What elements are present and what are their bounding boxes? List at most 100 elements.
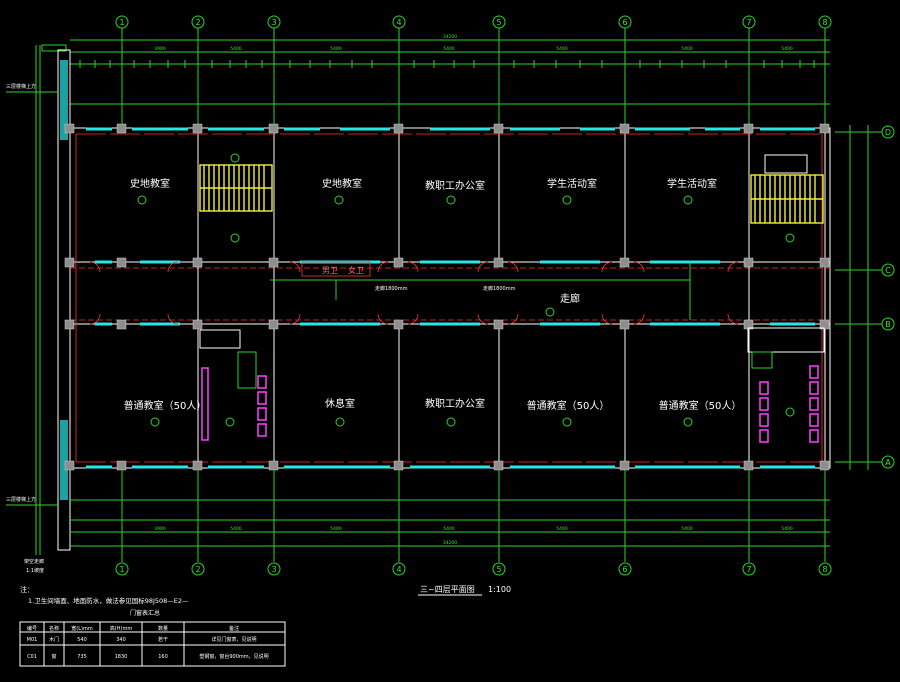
axis-4-top: 4 (396, 18, 401, 27)
room-label-6: 普通教室（50人） (124, 399, 207, 412)
room-label-9: 普通教室（50人） (527, 399, 610, 412)
axis-1-bottom: 1 (119, 565, 124, 574)
corridor-width-label-2: 走廊1800mm (483, 285, 516, 292)
top-dimension-lines: 34200 3900 5400 5400 5400 5400 5400 5400 (70, 34, 830, 105)
r2-name: 窗 (51, 653, 56, 660)
axis-7-bottom: 7 (746, 565, 751, 574)
th-name: 名称 (49, 625, 59, 632)
bottom-dim-7: 5400 (781, 526, 793, 532)
axis-4-bottom: 4 (396, 565, 401, 574)
room-label-10: 普通教室（50人） (659, 399, 742, 412)
doors (89, 261, 739, 325)
top-dim-3: 5400 (330, 46, 342, 52)
axis-8-top: 8 (822, 18, 827, 27)
room-labels: 史地教室 史地教室 教职工办公室 学生活动室 学生活动室 普通教室（50人） 休… (124, 177, 742, 412)
structural-columns (64, 123, 830, 471)
r2-remark: 塑钢窗，窗台900mm，见说明 (199, 653, 268, 660)
bottom-dim-4: 5400 (443, 526, 455, 532)
bottom-dimension-lines: 3900 5400 5400 5400 5400 5400 5400 34200 (70, 499, 830, 547)
axis-1-top: 1 (119, 18, 124, 27)
bottom-axis-bubbles: 1 2 3 4 5 6 7 8 (115, 562, 832, 576)
corridor-windows (95, 260, 815, 326)
axis-5-top: 5 (496, 18, 501, 27)
room-label-2: 史地教室 (322, 177, 362, 190)
bottom-dim-1: 3900 (154, 526, 166, 532)
stair-right (750, 154, 824, 243)
toilet-fixtures (201, 327, 825, 443)
room-label-8: 教职工办公室 (425, 397, 485, 410)
r2-count: 160 (158, 654, 168, 660)
top-axis-bubbles: 1 2 3 4 5 6 7 8 (115, 15, 832, 29)
left-bottom-label: 三层楼梯上方 (6, 496, 36, 503)
room-label-4: 学生活动室 (547, 177, 597, 190)
left-top-label: 三层楼梯上方 (6, 83, 36, 90)
scale-text: 1:100 (488, 585, 511, 594)
drawing-title: 三~四层平面图 1:100 (418, 585, 511, 596)
table-title: 门窗表汇总 (130, 609, 160, 617)
axis-3-bottom: 3 (271, 565, 276, 574)
th-remark: 备注 (229, 625, 239, 632)
axis-A: A (885, 458, 891, 467)
axis-5-bottom: 5 (496, 565, 501, 574)
axis-2-top: 2 (195, 18, 200, 27)
bottom-left-label-1: 架空走廊 (24, 558, 44, 565)
right-axis-bubbles: D C B A (881, 125, 895, 469)
r1-count: 若干 (158, 636, 168, 643)
notes-line1: 1.卫生间墙面、地面防水，做法参见国标98J508—E2— (28, 596, 189, 605)
notes-title: 注： (20, 585, 34, 594)
axis-D: D (885, 128, 891, 137)
room-label-7: 休息室 (325, 397, 355, 410)
top-dim-4: 5400 (443, 46, 455, 52)
top-dim-2: 5400 (230, 46, 242, 52)
top-axis-lines (121, 28, 826, 130)
bottom-dim-6: 5400 (681, 526, 693, 532)
top-dim-5: 5400 (556, 46, 568, 52)
title-text: 三~四层平面图 (420, 585, 475, 594)
room-label-3: 教职工办公室 (425, 179, 485, 192)
r2-height: 1830 (115, 654, 128, 660)
axis-B: B (885, 320, 891, 329)
top-dim-7: 5400 (781, 46, 793, 52)
bottom-dim-2: 5400 (230, 526, 242, 532)
th-count: 数量 (158, 625, 168, 632)
axis-C: C (885, 266, 891, 275)
bottom-dim-5: 5400 (556, 526, 568, 532)
corridor-room-label: 男卫 (322, 266, 338, 275)
r1-width: 540 (77, 637, 87, 643)
axis-8-bottom: 8 (822, 565, 827, 574)
room-label-1: 史地教室 (130, 177, 170, 190)
bottom-axis-lines (121, 470, 826, 562)
right-dimension-lines (835, 125, 882, 470)
bottom-dim-3: 5400 (330, 526, 342, 532)
corridor-width-label-1: 走廊1800mm (375, 285, 408, 292)
corridor-room-label-2: 女卫 (348, 265, 364, 275)
r1-name: 木门 (49, 636, 59, 643)
r1-remark: 详见门窗表，见说明 (211, 636, 256, 643)
th-width: 宽(L)mm (71, 625, 93, 632)
axis-2-bottom: 2 (195, 565, 200, 574)
r1-height: 340 (116, 637, 126, 643)
th-code: 编号 (27, 625, 37, 632)
r2-width: 735 (77, 654, 87, 660)
axis-6-bottom: 6 (622, 565, 627, 574)
door-window-table: 编号 名称 宽(L)mm 高(H)mm 数量 备注 M01 木门 540 340… (19, 621, 286, 667)
top-dim-6: 5400 (681, 46, 693, 52)
room-markers (137, 195, 795, 427)
th-height: 高(H)mm (110, 625, 133, 632)
r2-code: C01 (27, 654, 37, 660)
left-external: 三层楼梯上方 三层楼梯上方 架空走廊 1:1坡度 (6, 44, 71, 574)
r1-code: M01 (27, 637, 38, 643)
top-total-dim: 34200 (443, 34, 457, 40)
notes: 注： 1.卫生间墙面、地面防水，做法参见国标98J508—E2— 门窗表汇总 (20, 585, 189, 617)
bottom-left-label-2: 1:1坡度 (26, 567, 44, 574)
room-label-5: 学生活动室 (667, 177, 717, 190)
corridor-rooms (199, 261, 691, 349)
axis-3-top: 3 (271, 18, 276, 27)
corridor-label: 走廊 (560, 292, 580, 305)
axis-7-top: 7 (746, 18, 751, 27)
bottom-total-dim: 34200 (443, 540, 457, 546)
stair-left (199, 153, 273, 243)
axis-6-top: 6 (622, 18, 627, 27)
top-dim-1: 3900 (154, 46, 166, 52)
